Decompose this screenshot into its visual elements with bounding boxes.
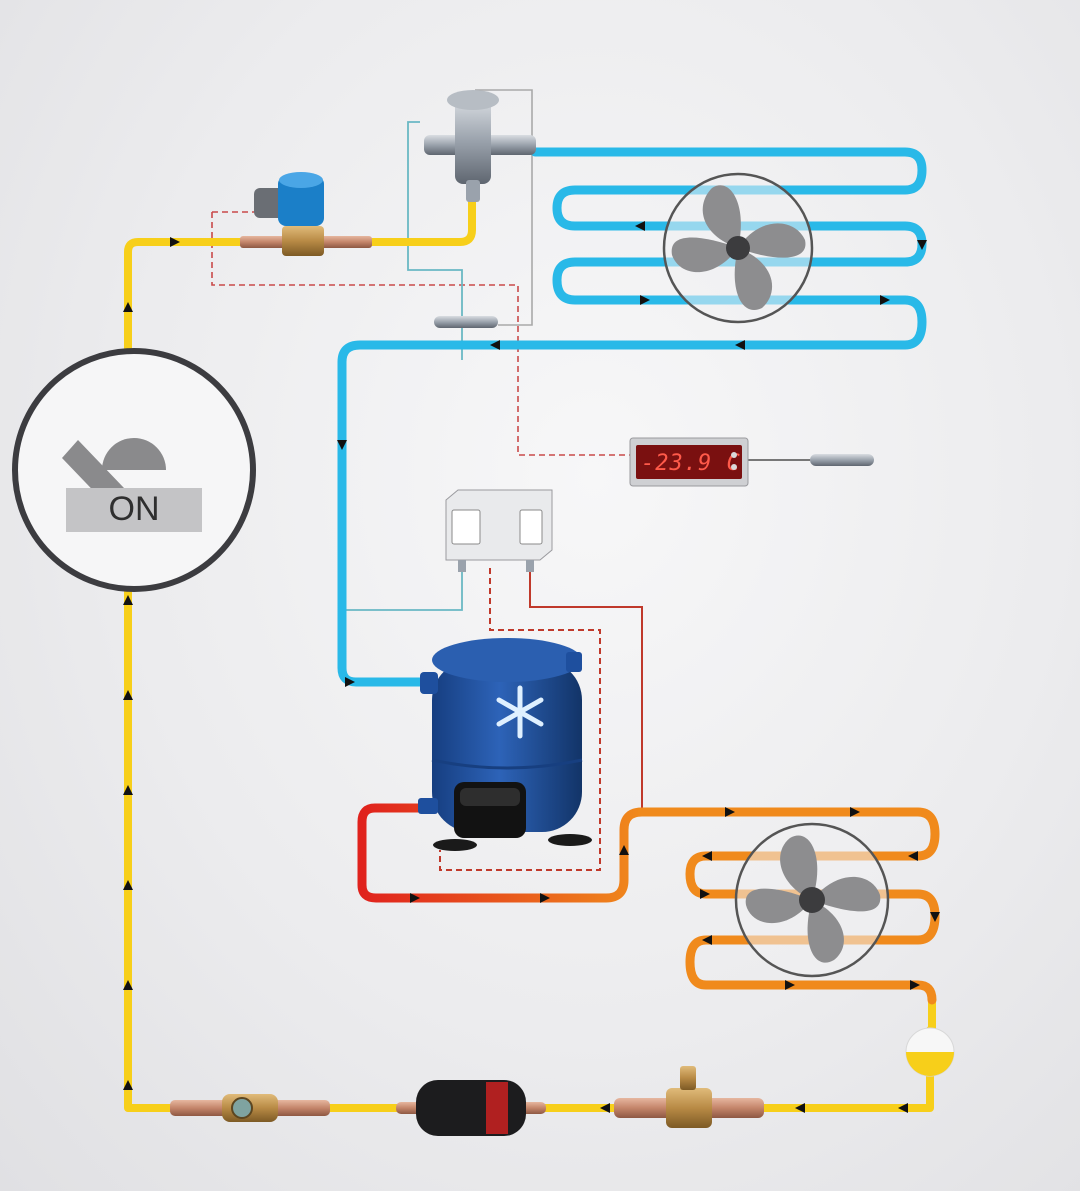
flow-arrow [490, 340, 500, 350]
expansion-valve [424, 90, 536, 202]
flow-arrow [123, 785, 133, 795]
condenser-fan [734, 822, 890, 978]
fan-icon [745, 835, 881, 963]
compressor [418, 638, 592, 851]
flow-arrow [725, 807, 735, 817]
pressure-control [445, 489, 553, 572]
switch-label: ON [109, 490, 160, 528]
snowflake-icon [496, 685, 544, 739]
flow-arrow [345, 677, 355, 687]
flow-arrow [410, 893, 420, 903]
flow-arrow [123, 690, 133, 700]
control-wiring [211, 89, 643, 871]
solenoid-valve [240, 172, 372, 256]
flow-arrow [600, 1103, 610, 1113]
evaporator-coil [337, 147, 927, 687]
liquid-receiver [905, 1027, 955, 1077]
flow-arrow [123, 302, 133, 312]
flow-arrow [123, 980, 133, 990]
sensing-bulb [434, 316, 498, 328]
flow-arrow [850, 807, 860, 817]
temperature-readout: -23.9 C [641, 451, 741, 476]
flow-arrow [700, 889, 710, 899]
evaporator-fan [662, 172, 814, 324]
flow-arrow [619, 845, 629, 855]
flow-arrow [170, 237, 180, 247]
flow-arrow [910, 980, 920, 990]
flow-arrows [123, 221, 940, 1113]
flow-arrow [702, 935, 712, 945]
flow-arrow [123, 595, 133, 605]
discharge-line [357, 803, 647, 903]
flow-arrow [337, 440, 347, 450]
digital-thermostat: -23.9 C [629, 437, 874, 487]
flow-arrow [123, 880, 133, 890]
flow-arrow [123, 1080, 133, 1090]
flow-arrow [880, 295, 890, 305]
flow-arrow [635, 221, 645, 231]
flow-arrow [785, 980, 795, 990]
flow-arrow [795, 1103, 805, 1113]
flow-arrow [917, 240, 927, 250]
main-switch[interactable]: ON [12, 348, 256, 592]
filter-drier [396, 1080, 546, 1136]
sight-glass [170, 1094, 330, 1122]
flow-arrow [735, 340, 745, 350]
flow-arrow [702, 851, 712, 861]
condenser-coil [637, 807, 940, 1005]
flow-arrow [908, 851, 918, 861]
flow-arrow [640, 295, 650, 305]
fan-icon [671, 185, 806, 311]
flow-arrow [540, 893, 550, 903]
service-valve [614, 1066, 764, 1128]
flow-arrow [930, 912, 940, 922]
flow-arrow [898, 1103, 908, 1113]
